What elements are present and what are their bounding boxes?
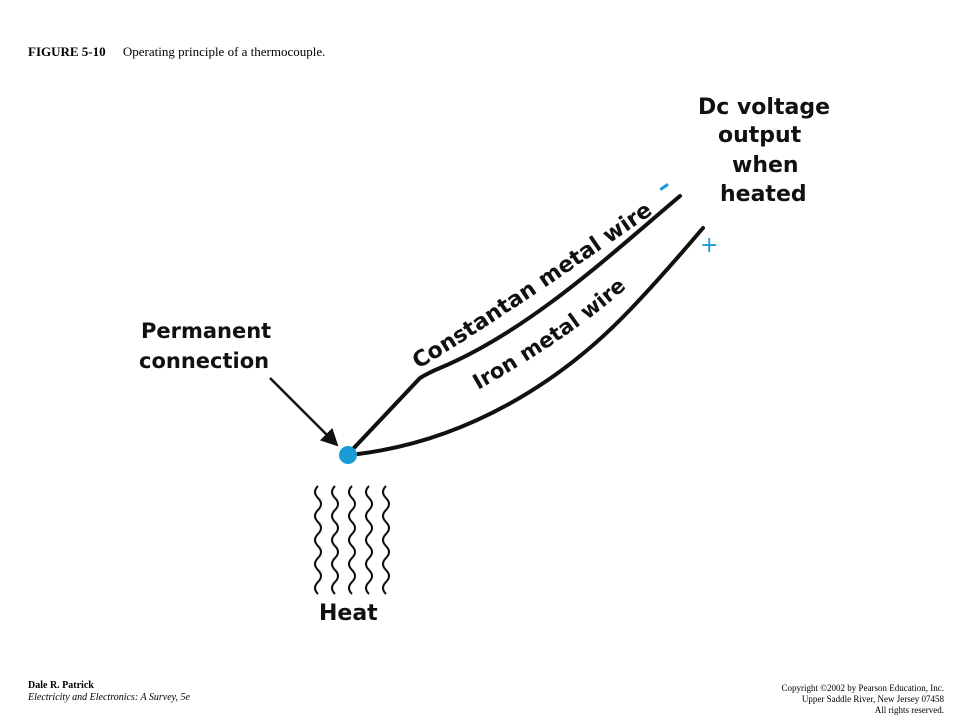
heat-wave xyxy=(382,485,390,595)
heat-wave xyxy=(365,485,373,595)
heat-wave xyxy=(348,485,356,595)
svg-text:heated: heated xyxy=(720,182,807,207)
footer-author: Dale R. Patrick xyxy=(28,680,94,691)
junction-dot xyxy=(339,446,357,464)
figure-caption: FIGURE 5-10 Operating principle of a the… xyxy=(28,44,325,60)
svg-text:connection: connection xyxy=(139,349,269,373)
plus-sign: + xyxy=(700,233,718,258)
iron-wire xyxy=(356,226,705,456)
figure-title: Operating principle of a thermocouple. xyxy=(122,44,326,59)
heat-waves xyxy=(314,485,390,595)
copyright-line: All rights reserved. xyxy=(874,705,944,715)
copyright-line: Upper Saddle River, New Jersey 07458 xyxy=(801,694,944,704)
minus-sign: – xyxy=(650,171,676,201)
heat-wave xyxy=(331,485,339,595)
svg-text:Permanent: Permanent xyxy=(141,319,271,343)
svg-text:output: output xyxy=(718,123,802,148)
constantan-wire xyxy=(350,194,682,452)
copyright-line: Copyright ©2002 by Pearson Education, In… xyxy=(781,683,944,693)
connection-arrow xyxy=(269,377,339,447)
svg-text:when: when xyxy=(732,153,799,178)
footer-author-block: Dale R. Patrick Electricity and Electron… xyxy=(28,680,190,704)
footer-copyright-block: Copyright ©2002 by Pearson Education, In… xyxy=(781,683,944,716)
heat-label: Heat xyxy=(319,601,378,626)
permanent-connection-label: Permanent connection xyxy=(139,319,271,373)
svg-text:Dc voltage: Dc voltage xyxy=(698,95,830,120)
dc-output-label: Dc voltage output when heated xyxy=(698,95,830,207)
figure-number: FIGURE 5-10 xyxy=(28,44,106,59)
footer-book: Electricity and Electronics: A Survey, 5… xyxy=(28,692,190,703)
heat-wave xyxy=(314,485,322,595)
